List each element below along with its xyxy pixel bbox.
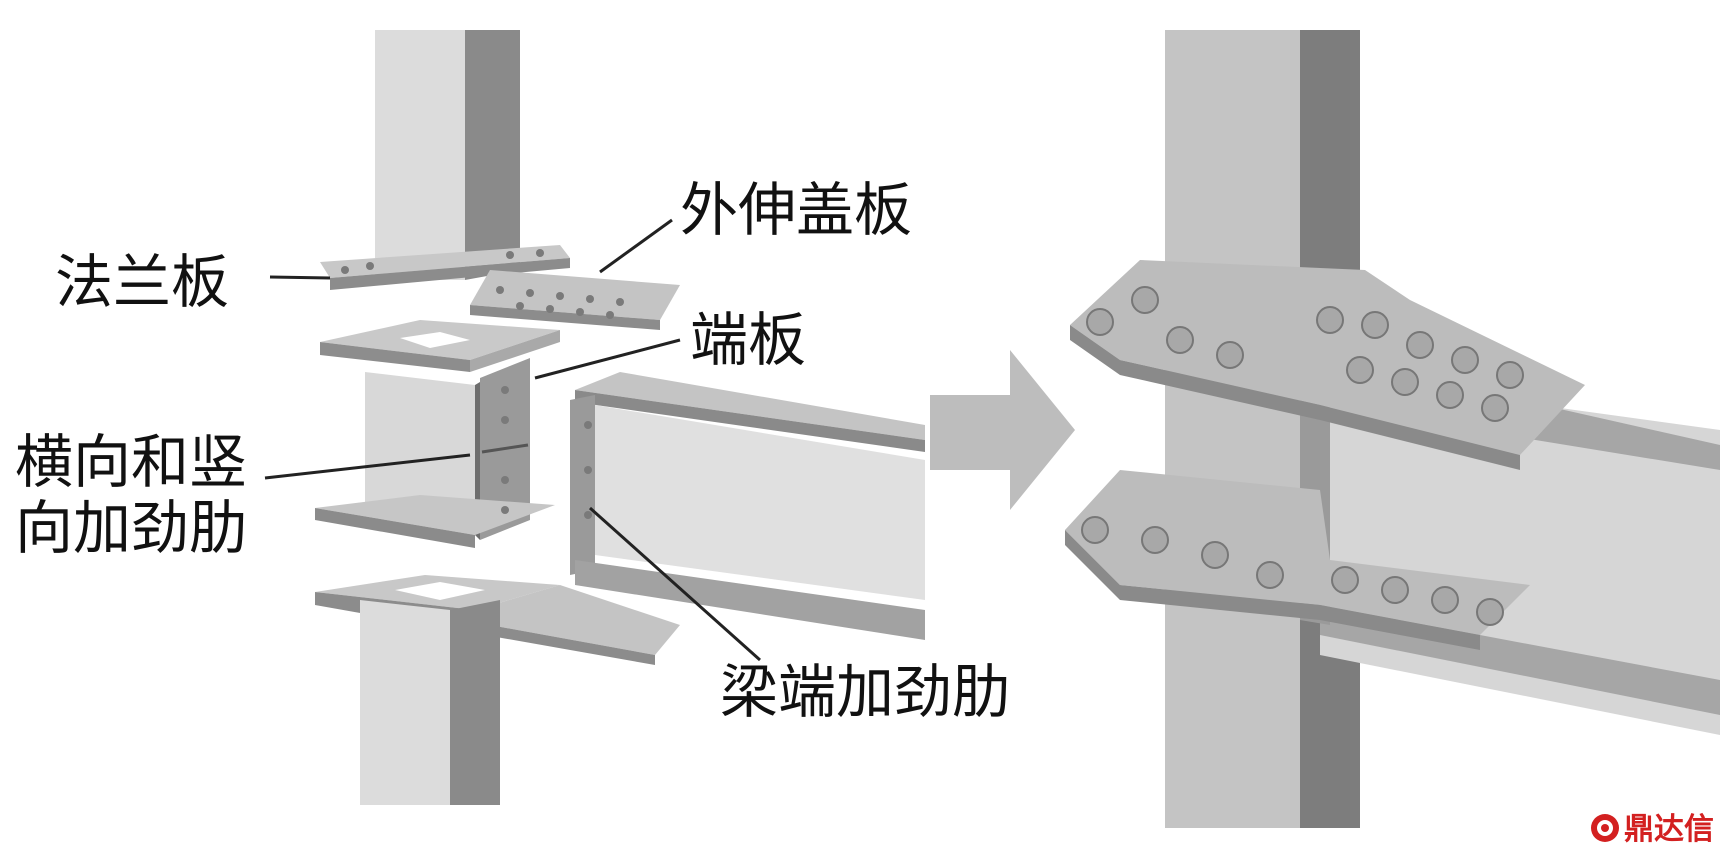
leader-end-plate bbox=[534, 338, 681, 380]
label-extended-cover-plate: 外伸盖板 bbox=[680, 176, 912, 244]
top-plate-bolt-holes bbox=[341, 249, 624, 319]
beam-segment bbox=[570, 372, 925, 640]
top-plate-bolts bbox=[1086, 286, 1524, 422]
assembled-joint bbox=[1065, 30, 1720, 828]
panel-zone bbox=[315, 320, 560, 548]
label-stiffener-line2: 向加劲肋 bbox=[15, 494, 247, 562]
assembled-bottom-plate bbox=[1065, 470, 1530, 650]
label-end-plate: 端板 bbox=[690, 306, 806, 374]
callout-labels: 外伸盖板 法兰板 端板 横向和竖 向加劲肋 梁端加劲肋 bbox=[15, 176, 1010, 726]
label-stiffener-line1: 横向和竖 bbox=[15, 428, 247, 496]
label-beam-end-stiffener: 梁端加劲肋 bbox=[720, 658, 1010, 726]
leader-flange-plate bbox=[269, 275, 331, 280]
upper-column bbox=[375, 30, 520, 280]
leader-beam-end-stiffener bbox=[589, 506, 761, 662]
assembly-arrow bbox=[930, 350, 1075, 510]
label-flange-plate: 法兰板 bbox=[55, 248, 229, 316]
lower-column bbox=[360, 600, 500, 805]
bottom-plate-bolts bbox=[1081, 516, 1504, 626]
leader-stiffeners bbox=[264, 453, 471, 480]
watermark-text: 鼎达信 bbox=[1624, 812, 1714, 847]
leader-lines bbox=[264, 218, 761, 662]
exploded-assembly bbox=[315, 30, 925, 805]
watermark: 鼎达信 bbox=[1591, 812, 1714, 847]
assembled-top-plate bbox=[1070, 260, 1585, 470]
top-flange-plate bbox=[320, 245, 680, 330]
leader-extended-cover-plate bbox=[599, 218, 673, 274]
